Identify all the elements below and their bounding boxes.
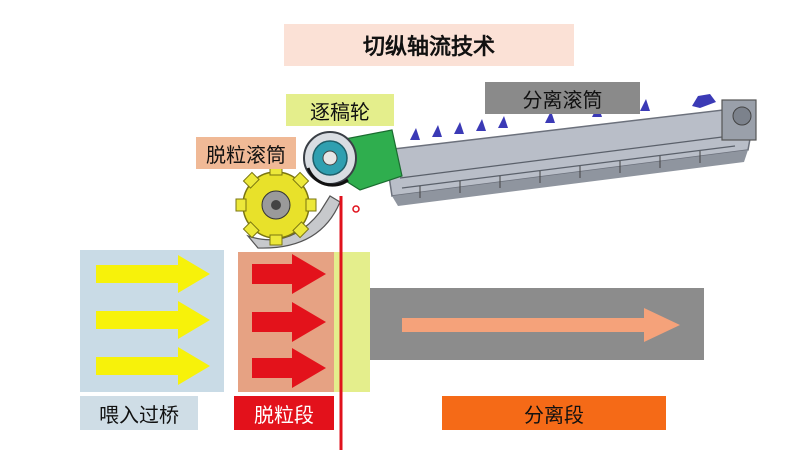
red-arrow-3 [252,348,326,388]
red-arrow-2 [252,302,326,342]
feeder-segment-label: 喂入过桥 [80,396,198,430]
feeder-arrows [96,255,210,385]
separation-segment-label: 分离段 [442,396,666,430]
beater-strip [334,252,370,392]
yellow-arrow-1 [96,255,210,293]
separation-arrow [402,308,680,342]
yellow-arrow-2 [96,301,210,339]
separation-drum-illustration [337,94,757,206]
threshing-arrows [252,254,326,388]
red-arrow-1 [252,254,326,294]
page-title: 切纵轴流技术 [284,24,574,66]
beater-wheel-illustration [303,131,357,187]
threshing-drum-label: 脱粒滚筒 [196,137,296,169]
yellow-arrow-3 [96,347,210,385]
separation-drum-label: 分离滚筒 [485,82,640,114]
beater-label: 逐稿轮 [286,94,394,126]
threshing-drum-illustration [235,164,360,249]
threshing-segment-label: 脱粒段 [234,396,334,430]
